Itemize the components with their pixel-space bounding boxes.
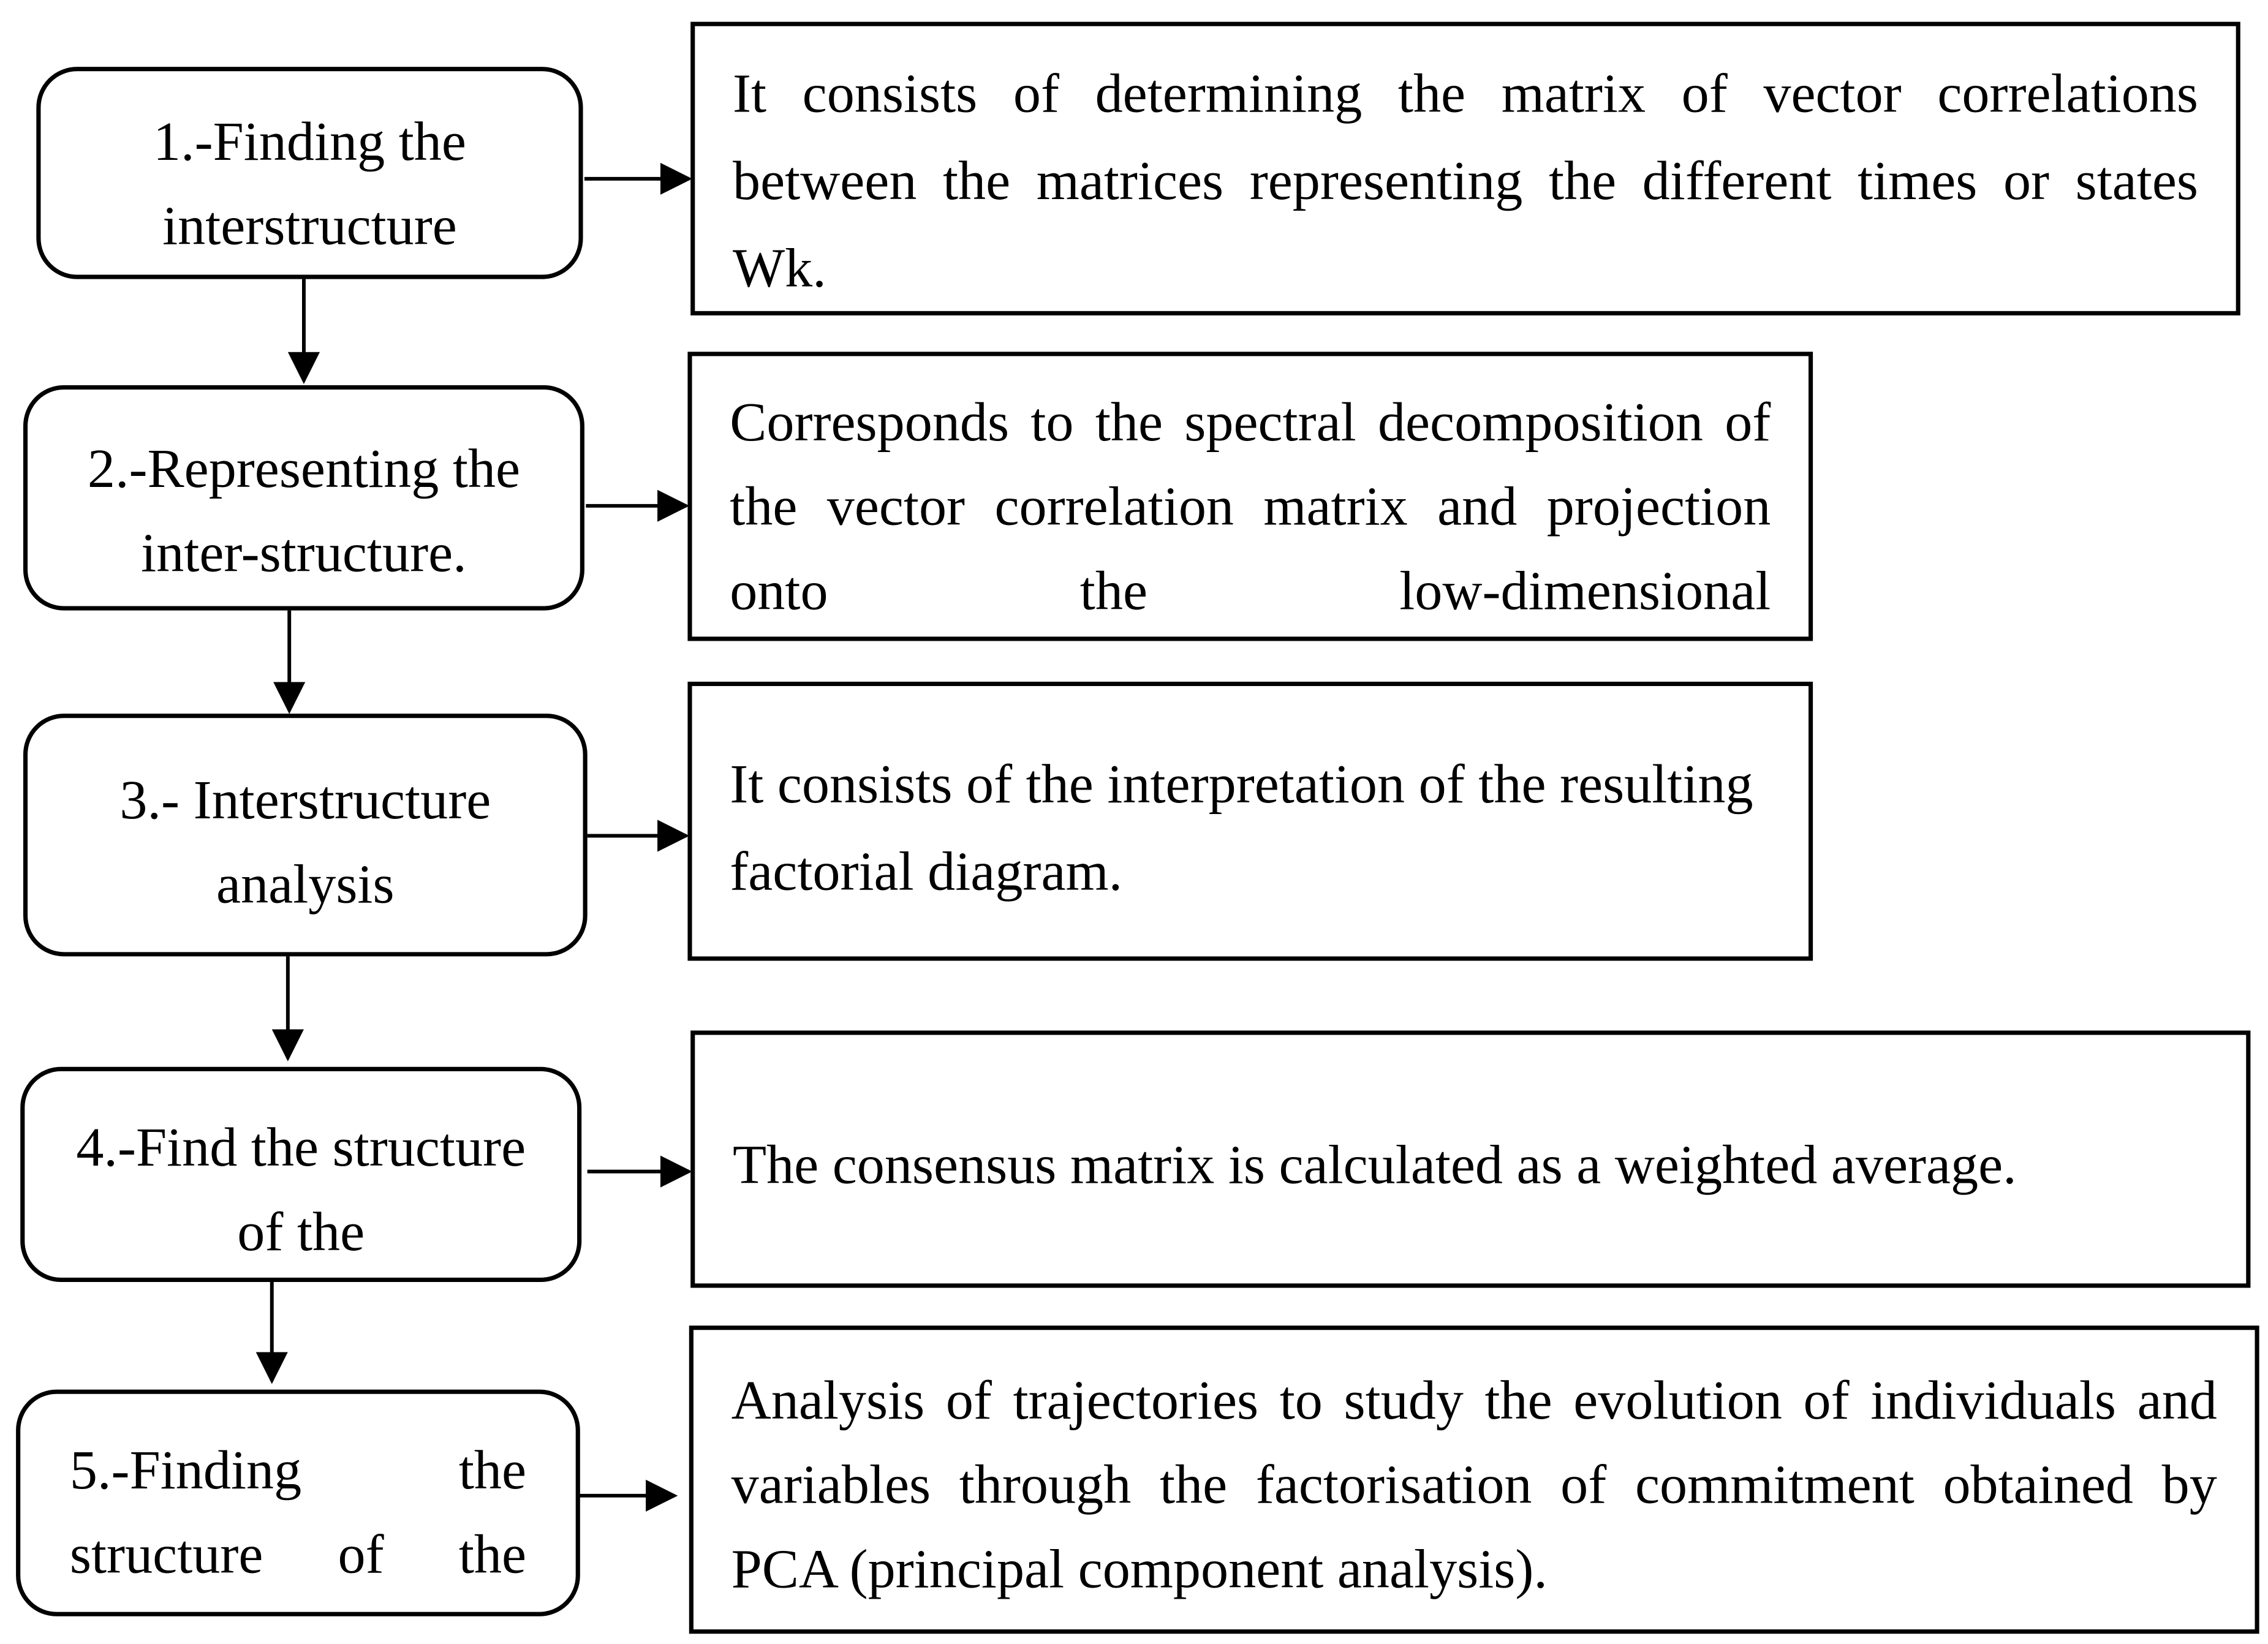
step-4-description-box: The consensus matrix is calculated as a … [690, 1030, 2251, 1288]
step-1-description: It consists of determining the matrix of… [732, 64, 2198, 300]
step-3-description: It consists of the interpretation of the… [730, 754, 1753, 903]
step-4-description: The consensus matrix is calculated as a … [732, 1135, 2017, 1196]
step-5-description: Analysis of trajectories to study the ev… [731, 1370, 2217, 1601]
step-1-label: 1.-Finding the interstructure [153, 111, 466, 258]
step-5-box: 5.-Finding the structure of the [16, 1389, 580, 1616]
step-2-label: 2.-Representing the inter-structure. [87, 439, 521, 584]
step-5-label: 5.-Finding the structure of the [69, 1440, 527, 1586]
step-4-label: 4.-Find the structure of the [76, 1117, 526, 1264]
step-1-box: 1.-Finding the interstructure [36, 67, 583, 279]
step-5-description-box: Analysis of trajectories to study the ev… [689, 1325, 2259, 1634]
step-2-description-box: Corresponds to the spectral decompositio… [687, 352, 1813, 641]
step-2-description: Corresponds to the spectral decompositio… [730, 392, 1771, 622]
step-2-box: 2.-Representing the inter-structure. [23, 385, 584, 611]
step-3-box: 3.- Interstructure analysis [23, 714, 588, 957]
step-1-description-box: It consists of determining the matrix of… [690, 21, 2240, 315]
step-3-label: 3.- Interstructure analysis [119, 770, 491, 916]
step-3-description-box: It consists of the interpretation of the… [687, 681, 1813, 961]
step-4-box: 4.-Find the structure of the [20, 1066, 582, 1282]
